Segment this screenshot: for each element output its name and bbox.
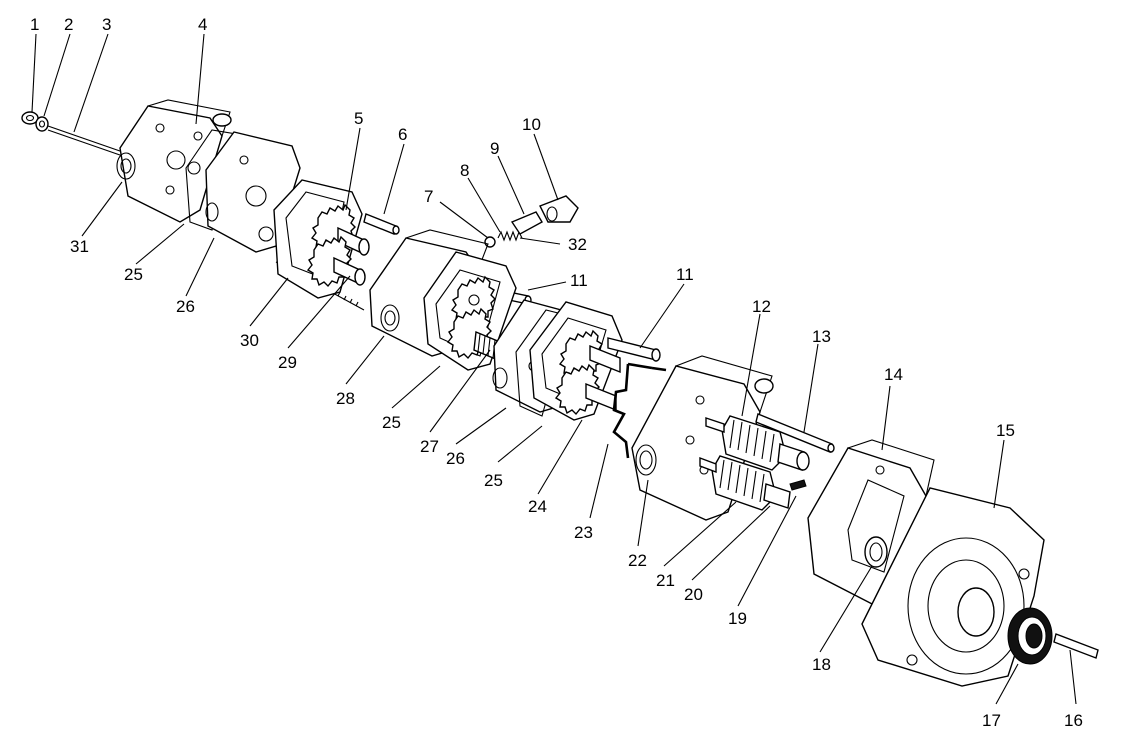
driven-gear-front (554, 363, 617, 416)
callout-26-upper: 26 (176, 297, 195, 316)
shaft-key (1053, 633, 1099, 659)
shaft-seal-housing (864, 536, 888, 568)
relief-spring (497, 230, 523, 242)
callout-25-upper: 25 (124, 265, 143, 284)
callout-31: 31 (70, 237, 89, 256)
callout-21: 21 (656, 571, 675, 590)
callout-labels: 1 2 3 4 5 6 7 8 9 10 11 11 12 13 14 15 1… (30, 15, 1083, 730)
callout-30: 30 (240, 331, 259, 350)
drive-key (789, 479, 807, 491)
callout-13: 13 (812, 327, 831, 346)
leader-lines (31, 33, 1077, 705)
dowel-pin (363, 213, 400, 235)
callout-10: 10 (522, 115, 541, 134)
tie-rod-washer (35, 116, 49, 132)
dowel-pin-long (755, 413, 835, 453)
driven-gear-large (711, 455, 791, 511)
callout-20: 20 (684, 585, 703, 604)
callout-22: 22 (628, 551, 647, 570)
callout-19: 19 (728, 609, 747, 628)
tie-rod-11-front (607, 337, 661, 362)
callout-11-front: 11 (676, 265, 694, 284)
callout-9: 9 (490, 139, 499, 158)
rear-cover (116, 99, 232, 223)
callout-32: 32 (568, 235, 587, 254)
callout-25-middle: 25 (382, 413, 401, 432)
shaft-seal (1007, 607, 1053, 665)
callout-4: 4 (198, 15, 207, 34)
drive-gear-large (721, 415, 810, 471)
callout-18: 18 (812, 655, 831, 674)
callout-14: 14 (884, 365, 903, 384)
callout-17: 17 (982, 711, 1001, 730)
callout-28: 28 (336, 389, 355, 408)
callout-8: 8 (460, 161, 469, 180)
callout-1: 1 (30, 15, 39, 34)
callout-16: 16 (1064, 711, 1083, 730)
callout-15: 15 (996, 421, 1015, 440)
seal-ring (612, 362, 667, 459)
front-cover (861, 487, 1045, 687)
callout-2: 2 (64, 15, 73, 34)
callout-27: 27 (420, 437, 439, 456)
callout-24: 24 (528, 497, 547, 516)
driven-gear-rear (306, 235, 366, 288)
callout-3: 3 (102, 15, 111, 34)
callout-11-upper: 11 (570, 271, 588, 290)
callout-29: 29 (278, 353, 297, 372)
callout-12: 12 (752, 297, 771, 316)
relief-ball (484, 236, 496, 248)
callout-6: 6 (398, 125, 407, 144)
relief-cap (539, 195, 579, 223)
callout-7: 7 (424, 187, 433, 206)
callout-26-lower: 26 (446, 449, 465, 468)
callout-25-lower: 25 (484, 471, 503, 490)
callout-23: 23 (574, 523, 593, 542)
relief-poppet (510, 211, 543, 235)
callout-5: 5 (354, 109, 363, 128)
gear-shafts (699, 417, 725, 474)
